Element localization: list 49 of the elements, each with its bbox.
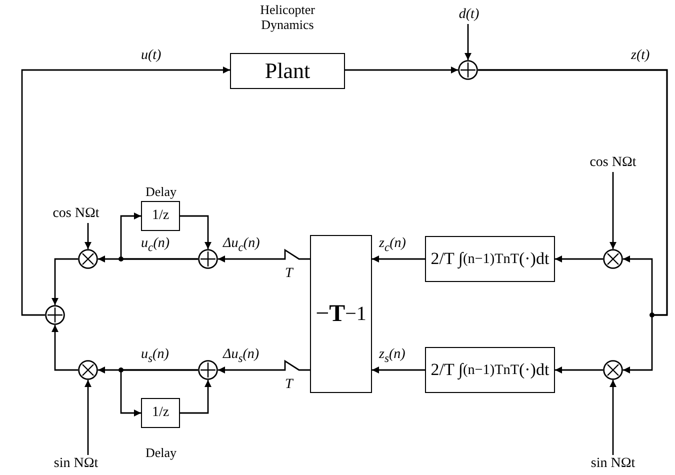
arrow [180, 380, 212, 414]
signal-label: cos NΩt [576, 154, 650, 172]
process-box: 1/z [141, 398, 180, 428]
process-box: Plant [230, 53, 345, 89]
arrow [120, 369, 198, 416]
process-box: 1/z [141, 201, 180, 231]
arrow [610, 172, 616, 249]
multiplier-symbol [78, 360, 98, 380]
signal-label: cos NΩt [40, 205, 112, 223]
edge-label: Δu$_{s}$(n) [222, 347, 260, 367]
arrow [345, 66, 458, 74]
arrow [180, 215, 212, 249]
summing-junction [198, 249, 218, 269]
arrow [372, 366, 425, 374]
signal-label: d(t) [452, 6, 486, 24]
summing-junction [45, 305, 65, 325]
block-heading: Delay [144, 184, 178, 199]
summing-junction [198, 360, 218, 380]
edge-label: Δu$_{c}$(n) [222, 236, 261, 256]
multiplier-symbol [603, 360, 623, 380]
signal-label: sin NΩt [40, 455, 112, 473]
edge-label: u(t) [140, 48, 162, 64]
arrow [464, 24, 472, 60]
arrow [120, 212, 198, 260]
edge-label: u$_{s}$(n) [140, 347, 170, 367]
multiplier-symbol [78, 249, 98, 269]
arrow [555, 366, 603, 374]
arrow [21, 66, 230, 316]
switch-label: T [284, 377, 294, 393]
arrow [372, 256, 425, 262]
arrow [52, 258, 78, 305]
arrow [84, 380, 92, 455]
edge-label: u$_{c}$(n) [140, 236, 171, 256]
signal-label: sin NΩt [576, 455, 650, 473]
switch-label: T [284, 266, 294, 282]
arrow [555, 256, 603, 262]
multiplier-symbol [603, 249, 623, 269]
edge-label: z(t) [630, 48, 651, 64]
block-heading: Helicopter Dynamics [259, 2, 316, 32]
summing-junction [458, 60, 478, 80]
arrow [218, 248, 310, 262]
edge-label: z$_{c}$(n) [378, 236, 407, 256]
arrow [52, 325, 78, 371]
block-heading: Delay [144, 445, 178, 460]
arrow [218, 360, 310, 374]
arrow [478, 69, 668, 374]
arrow [610, 380, 616, 455]
edge-label: z$_{s}$(n) [378, 347, 406, 367]
arrow [84, 223, 92, 249]
